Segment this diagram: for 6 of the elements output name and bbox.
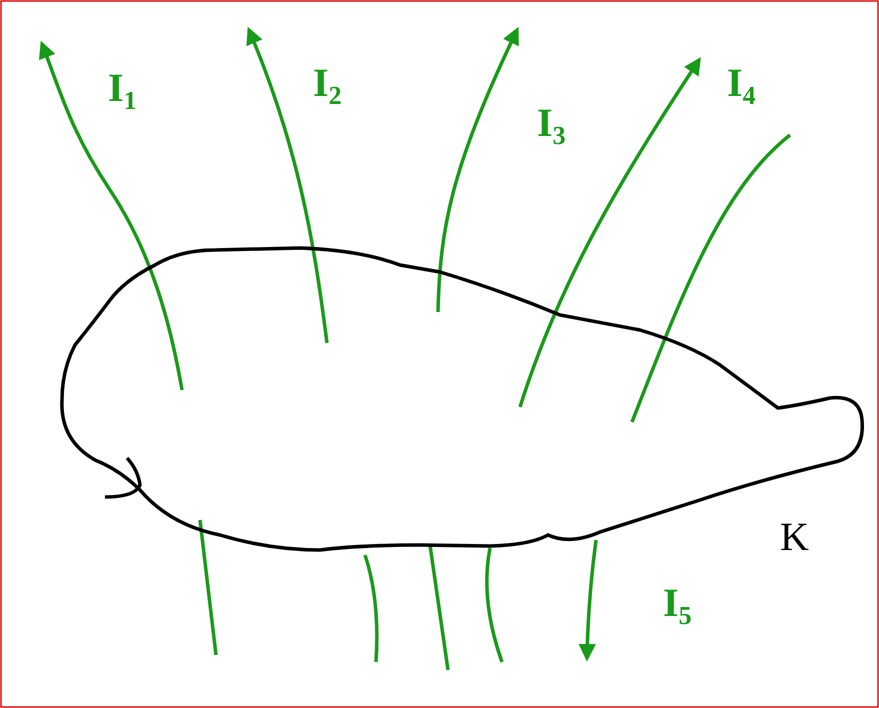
current-label: I$_{4}$ <box>727 63 756 109</box>
curve-label: K <box>780 517 809 557</box>
current-label: I$_{3}$ <box>537 103 566 149</box>
current-label: I$_{5}$ <box>663 583 692 629</box>
current-label: I$_{1}$ <box>108 68 137 114</box>
current-label: I$_{2}$ <box>313 63 342 109</box>
